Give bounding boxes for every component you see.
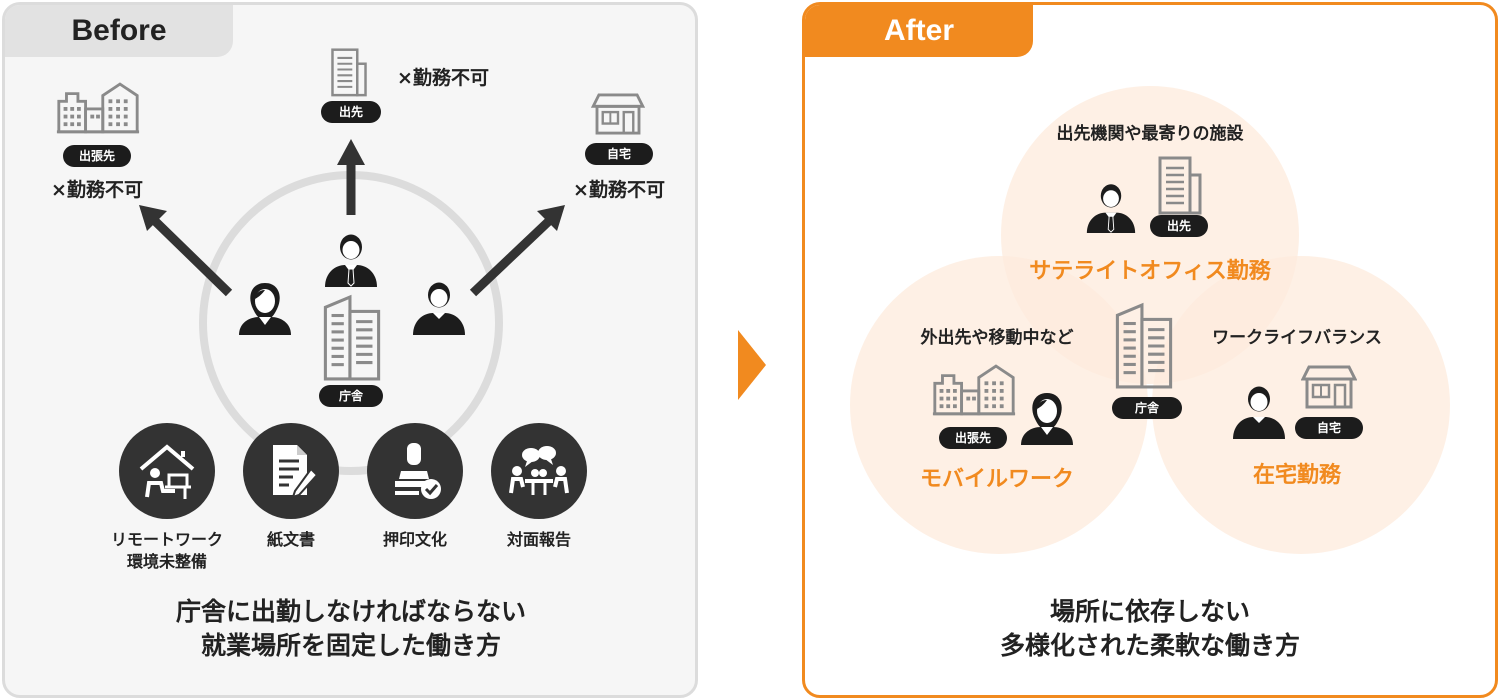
before-tab: Before <box>5 5 233 57</box>
after-summary-line2: 多様化された柔軟な働き方 <box>999 631 1301 660</box>
man-icon <box>411 279 467 335</box>
issue-label-remote-line2: 環境未整備 <box>126 552 208 571</box>
home-house-icon <box>591 93 645 135</box>
before-summary-line2: 就業場所を固定した働き方 <box>200 631 502 660</box>
office-tower-icon <box>321 293 383 381</box>
man-tie-icon <box>323 231 379 287</box>
arrow-to-business-trip <box>139 205 233 297</box>
home-status: ×勤務不可 <box>573 179 665 201</box>
home-caption: ワークライフバランス <box>1212 328 1382 348</box>
mobile-caption: 外出先や移動中など <box>920 328 1074 348</box>
after-summary: 場所に依存しない 多様化された柔軟な働き方 <box>1000 595 1300 663</box>
satellite-title: サテライトオフィス勤務 <box>1029 259 1271 284</box>
after-panel: After 出先機関や最寄りの施設 出先 サテライトオフィス勤務 外出先や移動中… <box>802 2 1498 698</box>
before-panel: Before 出先 ×勤務不可 出張先 ×勤務不可 自宅 ×勤務不可 庁舎 <box>2 2 698 698</box>
issue-label-paper: 紙文書 <box>266 530 316 549</box>
satellite-man-tie-icon <box>1085 181 1137 233</box>
transition-arrow-icon <box>738 330 766 400</box>
satellite-tag: 出先 <box>1150 215 1208 237</box>
satellite-building-icon <box>1157 155 1203 215</box>
issue-label-remote-line1: リモートワーク <box>110 530 224 549</box>
business-trip-city-icon <box>55 79 141 135</box>
arrow-to-home <box>469 205 565 297</box>
paper-document-icon <box>273 445 319 499</box>
before-diagram <box>139 139 565 475</box>
mobile-title: モバイルワーク <box>919 467 1075 492</box>
woman-icon <box>237 279 293 335</box>
issue-label-meeting: 対面報告 <box>506 530 572 549</box>
after-home-house-icon <box>1301 365 1357 409</box>
after-home-tag: 自宅 <box>1295 417 1363 439</box>
home-circle <box>1152 256 1450 554</box>
home-man-icon <box>1231 383 1287 439</box>
after-office-tower-icon <box>1113 301 1175 389</box>
before-summary-line1: 庁舎に出勤しなければならない <box>175 597 527 626</box>
home-tag: 自宅 <box>585 143 653 165</box>
issue-circle-seal <box>367 423 463 519</box>
before-summary: 庁舎に出勤しなければならない 就業場所を固定した働き方 <box>176 595 526 663</box>
after-office-tag: 庁舎 <box>1112 397 1182 419</box>
issue-label-remote: リモートワーク 環境未整備 <box>111 529 223 573</box>
mobile-circle <box>850 256 1148 554</box>
issue-label-seal: 押印文化 <box>382 530 448 549</box>
mobile-woman-icon <box>1019 389 1075 445</box>
arrow-to-field-office <box>337 139 365 215</box>
seal-stamp-icon <box>395 443 441 499</box>
satellite-caption: 出先機関や最寄りの施設 <box>1056 124 1244 144</box>
field-office-building-icon <box>330 47 368 97</box>
business-trip-status: ×勤務不可 <box>51 179 143 201</box>
mobile-tag: 出張先 <box>939 427 1007 449</box>
home-title: 在宅勤務 <box>1252 463 1342 488</box>
business-trip-tag: 出張先 <box>63 145 131 167</box>
office-tag: 庁舎 <box>319 385 383 407</box>
remote-work-home-icon <box>139 444 195 499</box>
field-office-status: ×勤務不可 <box>397 67 489 89</box>
field-office-tag: 出先 <box>321 101 381 123</box>
issue-circle-paper <box>243 423 339 519</box>
mobile-city-icon <box>931 361 1017 417</box>
issue-circle-meeting <box>491 423 587 519</box>
after-summary-line1: 場所に依存しない <box>1049 597 1251 626</box>
face-to-face-meeting-icon <box>509 446 569 495</box>
after-tab: After <box>805 5 1033 57</box>
issue-circle-remote <box>119 423 215 519</box>
